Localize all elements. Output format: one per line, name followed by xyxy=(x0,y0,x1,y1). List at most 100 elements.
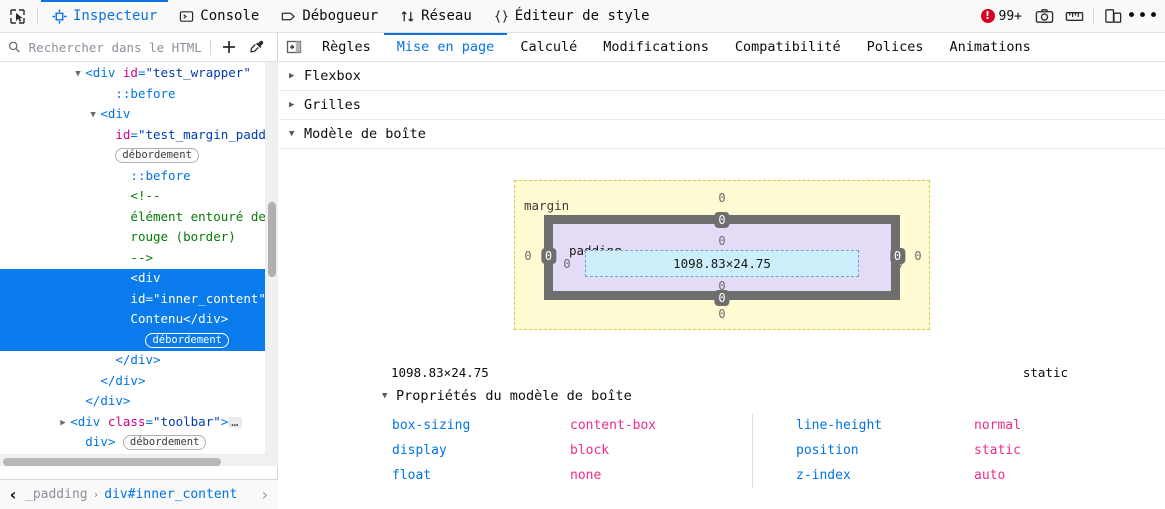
overflow-badge[interactable]: débordement xyxy=(122,435,207,450)
markup-node-row[interactable]: id="test_margin_padding" xyxy=(0,126,278,147)
markup-token: div xyxy=(130,352,153,367)
box-model-diagram[interactable]: margin 0 0 0 0 border padding 0 0 0 0 xyxy=(514,180,930,330)
content-size-label: 1098.83×24.75 xyxy=(673,256,771,271)
chevron-right-icon[interactable]: ▶ xyxy=(60,417,66,428)
breadcrumb-item-1[interactable]: div#inner_content xyxy=(104,487,238,502)
property-value[interactable]: static xyxy=(974,443,1021,458)
property-row: box-sizing content-box xyxy=(392,413,752,438)
tab-regles[interactable]: Règles xyxy=(309,33,384,61)
section-flexbox[interactable]: ▶ Flexbox xyxy=(279,62,1165,91)
margin-bottom-value[interactable]: 0 xyxy=(718,307,726,321)
chevron-down-icon[interactable]: ▼ xyxy=(75,69,81,79)
property-value[interactable]: normal xyxy=(974,418,1021,433)
tab-network[interactable]: Réseau xyxy=(389,0,483,33)
box-model-properties-header[interactable]: ▼ Propriétés du modèle de boîte xyxy=(279,383,1165,409)
tab-mise-en-page-label: Mise en page xyxy=(396,39,495,55)
markup-node-row[interactable]: débordement xyxy=(0,330,278,351)
style-editor-icon xyxy=(494,9,508,23)
overflow-badge[interactable]: débordement xyxy=(145,332,230,348)
padding-bottom-value[interactable]: 0 xyxy=(718,279,726,293)
markup-node-row[interactable]: </div> xyxy=(0,392,278,413)
chevron-down-icon[interactable]: ▼ xyxy=(90,110,96,120)
section-grilles[interactable]: ▶ Grilles xyxy=(279,91,1165,120)
element-picker-glyph xyxy=(9,8,25,24)
indent xyxy=(0,434,75,449)
summary-position: static xyxy=(1022,364,1068,380)
margin-left-value[interactable]: 0 xyxy=(524,249,532,263)
markup-node-row[interactable]: ▼<div id="test_wrapper" xyxy=(0,64,278,85)
markup-node-row[interactable]: débordement xyxy=(0,146,278,167)
margin-top-value[interactable]: 0 xyxy=(718,191,726,205)
markup-node-row[interactable]: <div xyxy=(0,269,278,290)
eyedropper-icon[interactable] xyxy=(243,33,271,61)
property-value[interactable]: none xyxy=(570,468,602,483)
margin-right-value[interactable]: 0 xyxy=(914,249,922,263)
markup-node-row[interactable]: </div> xyxy=(0,351,278,372)
property-value[interactable]: auto xyxy=(974,468,1006,483)
box-model-content-box[interactable]: 1098.83×24.75 xyxy=(585,250,859,277)
tab-calcule[interactable]: Calculé xyxy=(507,33,590,61)
property-value[interactable]: content-box xyxy=(570,418,657,433)
tab-mise-en-page[interactable]: Mise en page xyxy=(383,33,508,61)
markup-horizontal-scrollbar[interactable] xyxy=(0,454,278,466)
padding-left-value[interactable]: 0 xyxy=(563,256,571,271)
properties-column-right: line-height normal position static z-ind… xyxy=(752,413,1112,488)
camera-icon[interactable] xyxy=(1030,2,1058,30)
tab-debugger[interactable]: Débogueur xyxy=(270,0,389,33)
overflow-badge[interactable]: débordement xyxy=(115,148,199,163)
properties-column-left: box-sizing content-box display block flo… xyxy=(392,413,752,488)
border-bottom-value[interactable]: 0 xyxy=(714,289,730,306)
tab-inspector[interactable]: Inspecteur xyxy=(41,0,169,33)
padding-top-value[interactable]: 0 xyxy=(718,234,726,248)
markup-node-row[interactable]: ::before xyxy=(0,167,278,188)
tab-compatibilite[interactable]: Compatibilité xyxy=(722,33,854,61)
markup-node-row[interactable]: ::before xyxy=(0,85,278,106)
breadcrumb-item-0[interactable]: _padding xyxy=(25,487,88,502)
error-count-button[interactable]: ! 99+ xyxy=(975,9,1028,24)
property-name: position xyxy=(796,443,859,458)
kebab-menu-icon[interactable]: ••• xyxy=(1126,2,1158,30)
box-model-properties-grid: box-sizing content-box display block flo… xyxy=(279,409,1165,488)
markup-node-row[interactable]: </div> xyxy=(0,372,278,393)
twisty-spacer xyxy=(105,128,115,146)
three-pane-toggle-icon[interactable] xyxy=(279,33,309,61)
section-box-model[interactable]: ▼ Modèle de boîte xyxy=(279,120,1165,149)
property-value[interactable]: block xyxy=(570,443,610,458)
ruler-icon[interactable] xyxy=(1060,2,1088,30)
border-top-value[interactable]: 0 xyxy=(714,211,730,228)
tab-style-editor[interactable]: Éditeur de style xyxy=(483,0,661,33)
markup-node-row[interactable]: rouge (border) xyxy=(0,228,278,249)
markup-token: div xyxy=(100,393,123,408)
markup-horizontal-scrollbar-thumb[interactable] xyxy=(3,457,221,466)
markup-node-row[interactable]: Contenu</div> xyxy=(0,310,278,331)
markup-actions xyxy=(215,33,277,61)
border-right-value[interactable]: 0 xyxy=(889,248,906,264)
twisty-spacer xyxy=(120,210,130,228)
markup-node-row[interactable]: <!-- xyxy=(0,187,278,208)
responsive-design-mode-icon[interactable] xyxy=(1099,2,1127,30)
markup-node-row[interactable]: div> débordement xyxy=(0,433,278,454)
markup-node-row[interactable]: ▶<div class="toolbar">… xyxy=(0,413,278,434)
markup-node-row[interactable]: --> xyxy=(0,249,278,270)
chevron-right-icon[interactable]: › xyxy=(261,485,269,504)
markup-vertical-scrollbar-thumb[interactable] xyxy=(267,202,276,277)
tab-polices[interactable]: Polices xyxy=(854,33,937,61)
tab-modifications[interactable]: Modifications xyxy=(590,33,722,61)
markup-node-row[interactable]: élément entouré de xyxy=(0,208,278,229)
markup-node-row[interactable]: ▼<div xyxy=(0,105,278,126)
markup-tree[interactable]: ▼<div id="test_wrapper" ::before ▼<div i… xyxy=(0,62,278,466)
indent xyxy=(0,311,120,326)
ellipsis-icon[interactable]: … xyxy=(228,416,242,428)
border-left-value[interactable]: 0 xyxy=(540,248,557,264)
markup-vertical-scrollbar[interactable] xyxy=(265,62,278,466)
tab-console[interactable]: Console xyxy=(168,0,270,33)
markup-token: = xyxy=(145,413,154,429)
search-box[interactable] xyxy=(8,38,206,56)
breadcrumb-separator: › xyxy=(92,488,100,501)
plus-icon[interactable] xyxy=(215,33,243,61)
markup-node-row[interactable]: id="inner_content"> xyxy=(0,289,278,310)
element-picker-icon[interactable] xyxy=(0,0,34,32)
tab-animations[interactable]: Animations xyxy=(936,33,1043,61)
chevron-left-icon[interactable]: ‹ xyxy=(9,485,17,504)
search-input[interactable] xyxy=(26,38,206,56)
